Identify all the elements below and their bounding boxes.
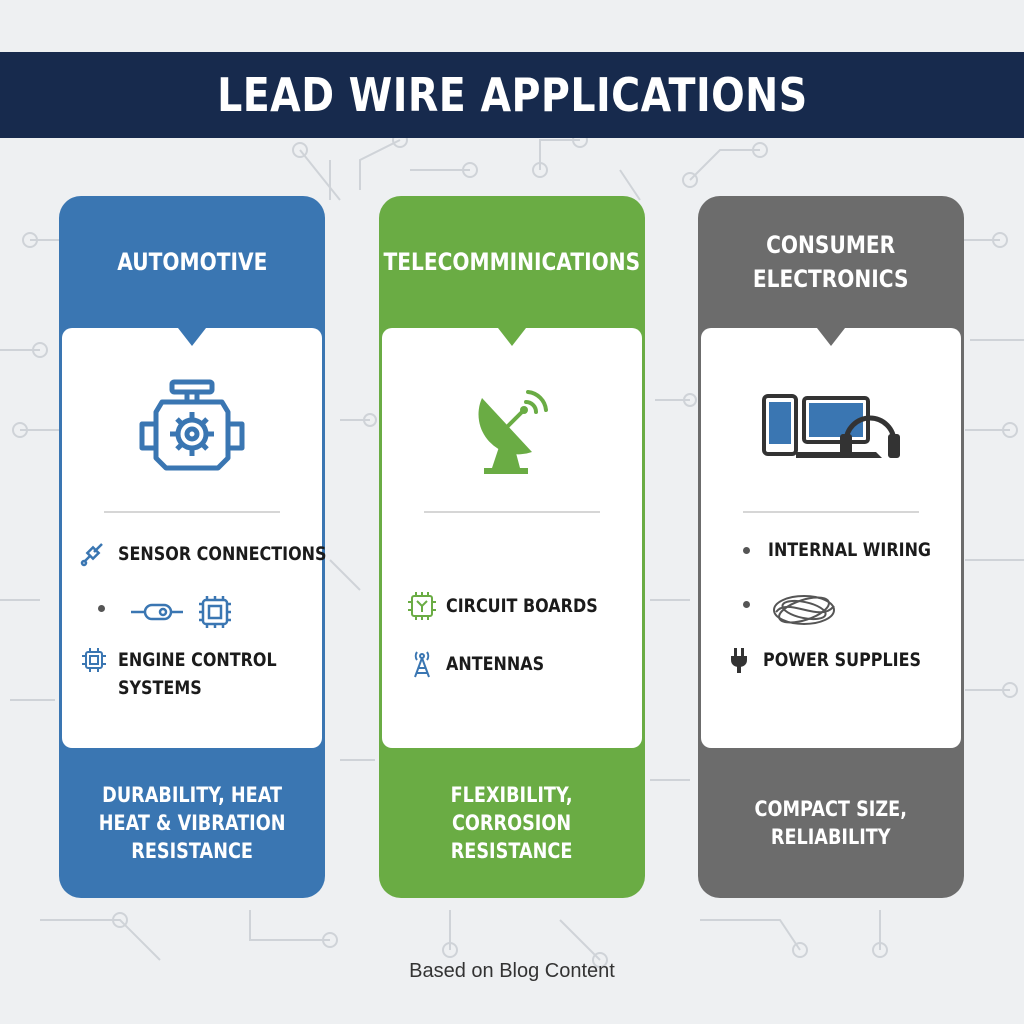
telecommunications-column: TELECOMMINICATIONS C	[379, 196, 645, 898]
list-item-antennas: ANTENNAS	[408, 650, 563, 678]
list-item-engine-control: ENGINE CONTROL SYSTEMS	[80, 646, 307, 702]
telecommunications-divider	[424, 511, 600, 513]
list-item-connector-chip	[98, 594, 243, 630]
connector-chip-icon	[131, 596, 231, 628]
automotive-column: AUTOMOTIVE SENSOR CONNECT	[59, 196, 327, 898]
telecommunications-heading: TELECOMMINICATIONS	[383, 248, 641, 276]
engine-icon	[62, 368, 322, 488]
power-plug-icon	[731, 648, 747, 673]
list-item-sensor-connections: SENSOR CONNECTIONS	[80, 540, 366, 568]
source-note: Based on Blog Content	[409, 960, 615, 982]
page-title: LEAD WIRE APPLICATIONS	[216, 68, 808, 122]
list-item-tangled-wire	[743, 590, 840, 630]
telecommunications-footer: FLEXIBILITY, CORROSION RESISTANCE	[451, 783, 573, 863]
title-banner: LEAD WIRE APPLICATIONS	[0, 52, 1024, 138]
tangled-wire-icon	[773, 595, 835, 625]
consumer-electronics-column: CONSUMER ELECTRONICS INTERNAL WIRING	[698, 196, 964, 898]
consumer-electronics-card: INTERNAL WIRING POWER SUPPLIES	[701, 328, 961, 748]
bullet	[743, 547, 750, 554]
automotive-footer: DURABILITY, HEAT HEAT & VIBRATION RESIST…	[98, 783, 286, 863]
ecu-chip-icon	[82, 648, 106, 672]
list-item-circuit-boards: CIRCUIT BOARDS	[408, 592, 627, 620]
automotive-card: SENSOR CONNECTIONS ENGINE CONTROL SYSTEM…	[62, 328, 327, 748]
automotive-heading: AUTOMOTIVE	[116, 248, 268, 276]
list-item-internal-wiring: INTERNAL WIRING	[743, 536, 962, 564]
antenna-tower-icon	[414, 651, 430, 678]
satellite-dish-icon	[382, 368, 642, 488]
bullet	[98, 605, 105, 612]
automotive-divider	[104, 511, 280, 513]
circuit-board-icon	[408, 592, 436, 620]
consumer-electronics-heading: CONSUMER ELECTRONICS	[753, 231, 909, 293]
consumer-electronics-footer: COMPACT SIZE, RELIABILITY	[754, 797, 908, 849]
list-item-power-supplies: POWER SUPPLIES	[725, 646, 951, 674]
telecommunications-card: CIRCUIT BOARDS ANTENNAS	[382, 328, 642, 748]
consumer-divider	[743, 511, 919, 513]
sensor-connector-icon	[80, 543, 103, 567]
bullet	[743, 601, 750, 608]
devices-icon	[701, 368, 961, 488]
